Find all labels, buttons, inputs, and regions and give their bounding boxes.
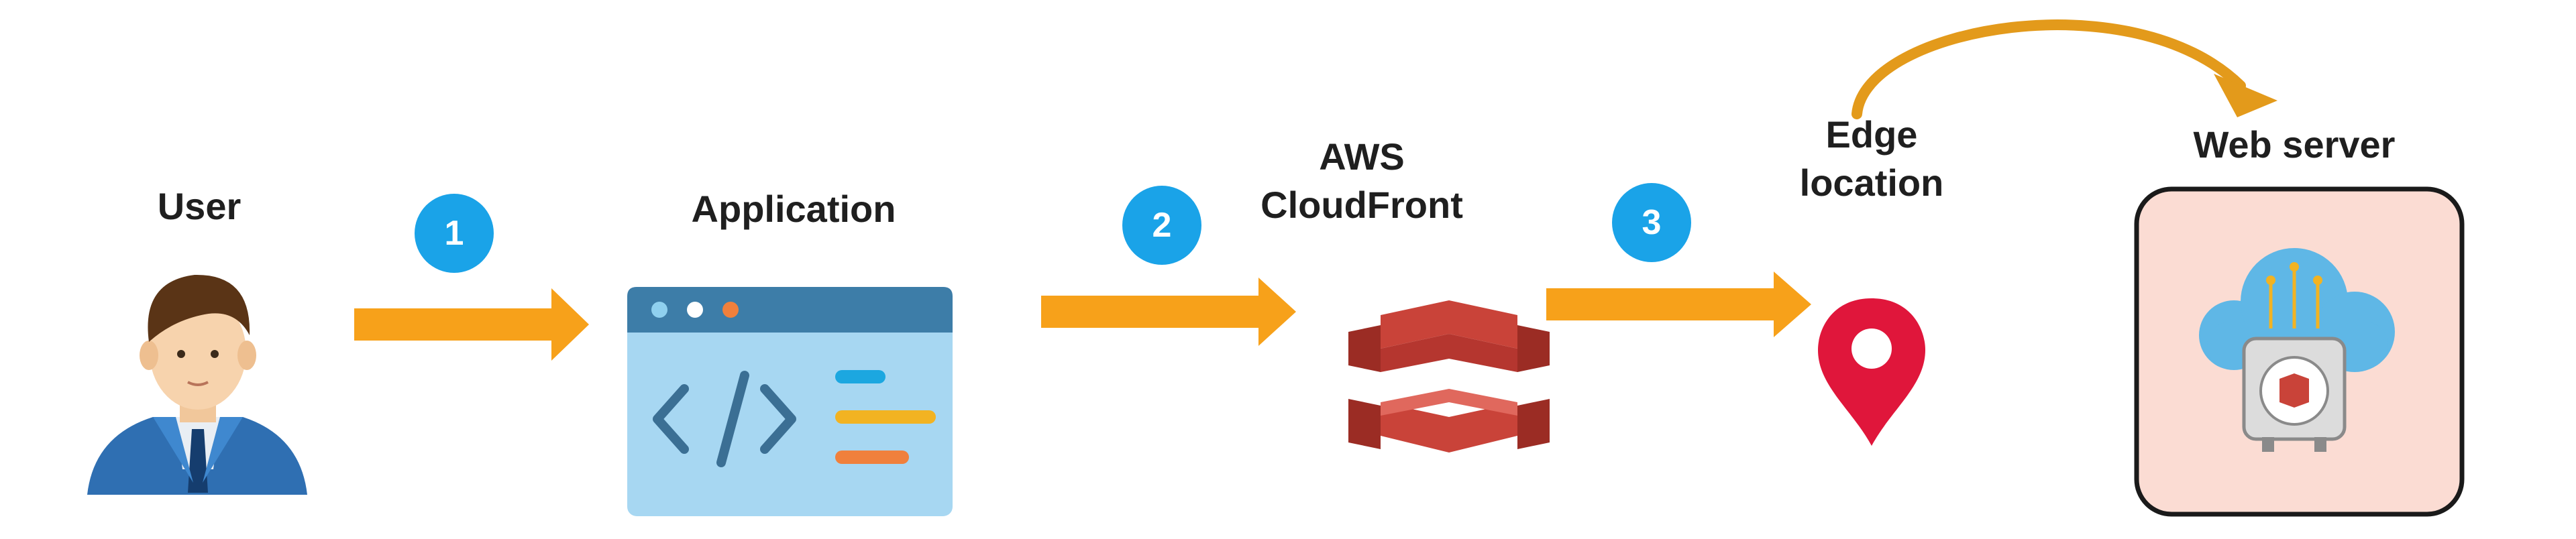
step-badge-3: 3 (1612, 183, 1691, 262)
web-server-label: Web server (2193, 123, 2396, 166)
code-window-icon (627, 287, 953, 516)
flow-arrow-2 (1041, 278, 1296, 346)
application-label: Application (691, 188, 896, 230)
cloudfront-label: AWS CloudFront (1260, 135, 1463, 226)
flow-arrow-3 (1546, 272, 1811, 337)
edge-location-label: Edge location (1799, 113, 1944, 204)
step-badge-2: 2 (1122, 186, 1201, 265)
flow-arrow-1 (354, 288, 589, 361)
user-label: User (157, 185, 241, 227)
cloud-server-icon (2134, 186, 2465, 517)
curved-arrow (1851, 19, 2277, 119)
step-badge-1: 1 (415, 194, 494, 273)
location-pin-icon (1818, 298, 1925, 446)
person-avatar-icon (87, 274, 307, 495)
aws-cloudfront-icon (1348, 300, 1550, 453)
